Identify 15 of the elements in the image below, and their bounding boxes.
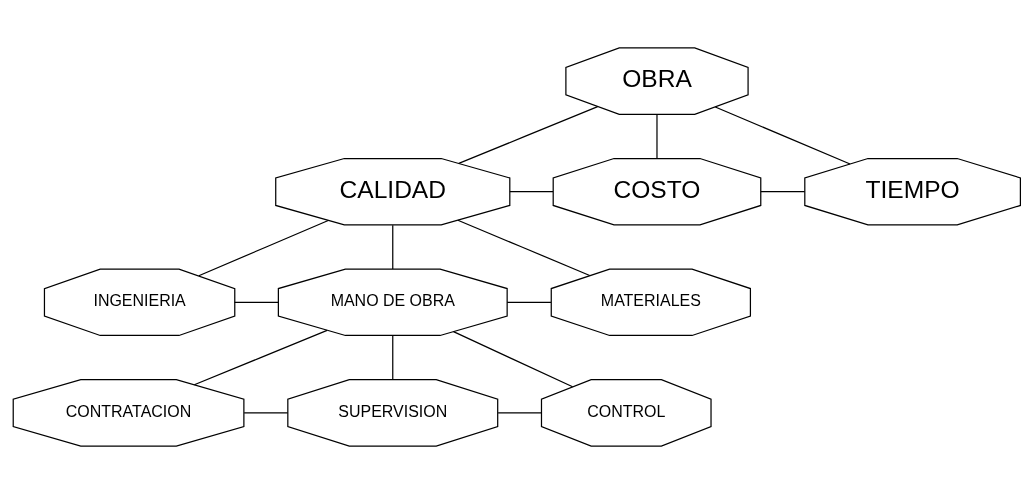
connector [714,106,851,165]
connector [392,224,394,270]
connector [458,106,599,165]
connector [198,219,329,277]
connector [452,331,574,388]
connector [506,301,552,303]
connector [243,412,289,414]
connector [760,191,806,193]
connector [509,191,554,193]
connector [497,412,542,414]
connector [233,301,280,303]
connector [193,329,328,386]
connector [457,219,591,277]
connector [656,114,658,160]
connector [392,335,394,381]
